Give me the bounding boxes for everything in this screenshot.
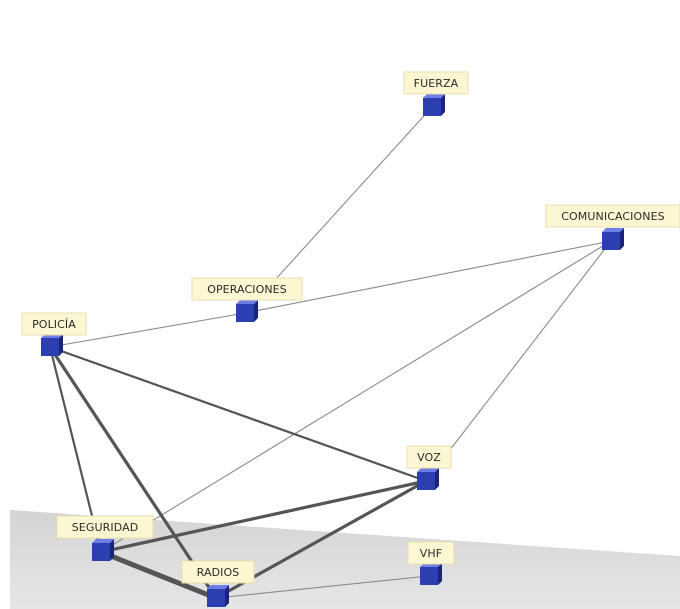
node-label-box — [407, 541, 455, 565]
node-policia[interactable]: POLICÍA — [21, 312, 87, 356]
edge-policia-operaciones — [49, 312, 246, 348]
node-label-box — [56, 515, 154, 539]
node-cube-side — [438, 563, 442, 585]
node-label-box — [545, 204, 680, 228]
node-label: RADIOS — [197, 566, 240, 579]
node-cube-icon — [423, 98, 441, 116]
node-cube-side — [225, 585, 229, 607]
node-cube-top — [92, 539, 114, 543]
node-label-box — [181, 560, 255, 584]
node-label: COMUNICACIONES — [561, 210, 665, 223]
node-cube-top — [602, 228, 624, 232]
node-cube-top — [207, 585, 229, 589]
node-cube-side — [441, 94, 445, 116]
node-cube-side — [254, 300, 258, 322]
node-fuerza[interactable]: FUERZA — [403, 71, 469, 116]
node-cube-icon — [92, 543, 110, 561]
node-cube-icon — [41, 338, 59, 356]
node-cube-icon — [207, 589, 225, 607]
node-radios[interactable]: RADIOS — [181, 560, 255, 607]
node-label: POLICÍA — [32, 318, 76, 331]
node-cube-top — [417, 468, 439, 472]
node-vhf[interactable]: VHF — [407, 541, 455, 585]
node-cube-side — [620, 228, 624, 250]
node-cube-icon — [420, 567, 438, 585]
node-cube-side — [110, 539, 114, 561]
node-cube-icon — [236, 304, 254, 322]
edges-layer — [48, 106, 612, 601]
node-cube-icon — [417, 472, 435, 490]
node-cube-top — [236, 300, 258, 304]
node-label: OPERACIONES — [207, 283, 287, 296]
node-cube-side — [435, 468, 439, 490]
node-label-box — [406, 445, 452, 469]
edge-policia-voz — [48, 345, 428, 483]
node-cube-icon — [602, 232, 620, 250]
node-label-box — [403, 71, 469, 95]
node-operaciones[interactable]: OPERACIONES — [191, 277, 303, 322]
node-label: VHF — [420, 547, 442, 560]
node-label: SEGURIDAD — [72, 521, 139, 534]
edge-seguridad-voz — [99, 479, 428, 554]
node-voz[interactable]: VOZ — [406, 445, 452, 490]
edge-seguridad-radios — [98, 549, 219, 601]
edge-radios-vhf — [215, 575, 430, 599]
node-cube-top — [423, 94, 445, 98]
node-label-box — [191, 277, 303, 301]
node-label: FUERZA — [414, 77, 459, 90]
node-seguridad[interactable]: SEGURIDAD — [56, 515, 154, 561]
node-comunicaciones[interactable]: COMUNICACIONES — [545, 204, 680, 250]
edge-policia-radios — [48, 345, 218, 600]
node-cube-side — [59, 334, 63, 356]
edge-comunicaciones-seguridad — [100, 240, 612, 553]
nodes-layer: FUERZA COMUNICACIONES OPERACIONES POLICÍA VO… — [21, 71, 680, 607]
edge-comunicaciones-voz — [425, 240, 612, 482]
node-label: VOZ — [417, 451, 441, 464]
edge-operaciones-comunicaciones — [244, 240, 612, 314]
node-label-box — [21, 312, 87, 336]
